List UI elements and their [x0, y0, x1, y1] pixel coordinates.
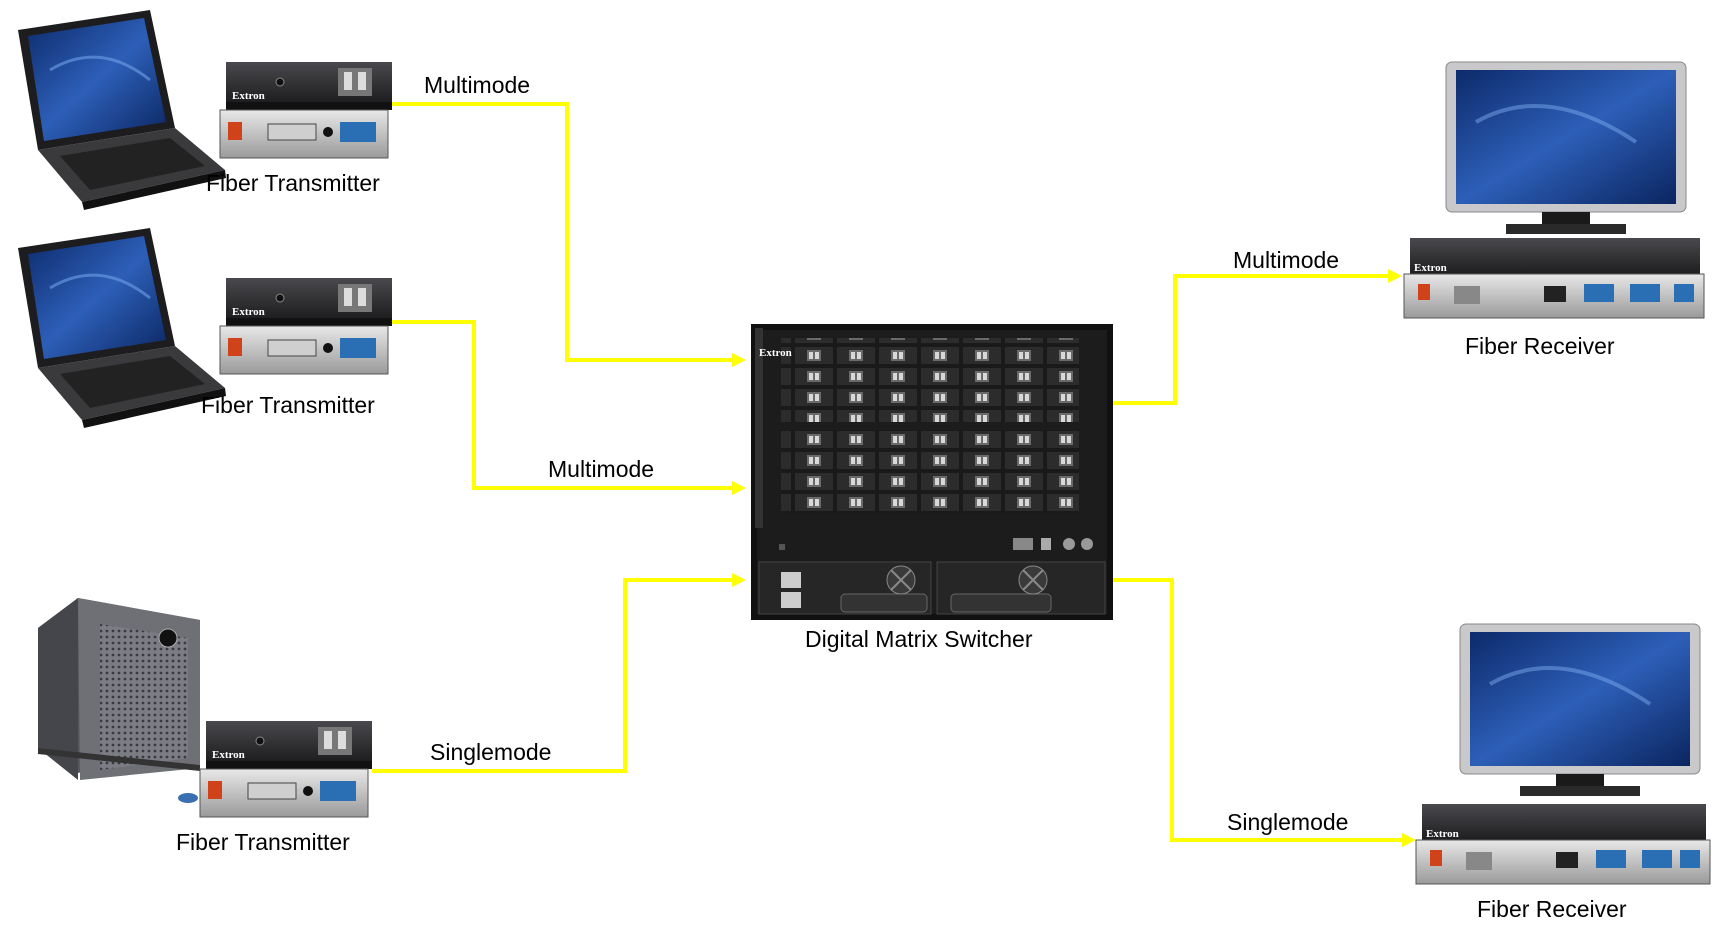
fiber-receiver-icon: Extron — [1416, 804, 1710, 884]
laptop-icon — [18, 10, 226, 210]
link-label-tx3: Singlemode — [430, 739, 551, 765]
tower-pc-icon — [38, 598, 200, 803]
monitor-icon — [1460, 624, 1700, 796]
tx2-label: Fiber Transmitter — [201, 392, 375, 418]
brand-label: Extron — [759, 347, 792, 359]
monitor-icon — [1446, 62, 1686, 234]
tx3-label: Fiber Transmitter — [176, 829, 350, 855]
brand-label: Extron — [1426, 828, 1459, 840]
link-label-rx1: Multimode — [1233, 247, 1339, 273]
brand-label: Extron — [212, 749, 245, 761]
brand-label: Extron — [232, 306, 265, 318]
fiber-transmitter-icon: Extron — [200, 721, 372, 817]
switcher-label: Digital Matrix Switcher — [805, 626, 1033, 652]
fiber-transmitter-icon: Extron — [220, 278, 392, 374]
brand-label: Extron — [232, 90, 265, 102]
tx1-label: Fiber Transmitter — [206, 170, 380, 196]
rx2-label: Fiber Receiver — [1477, 896, 1627, 922]
matrix-switcher-icon: Extron — [751, 324, 1113, 620]
brand-label: Extron — [1414, 262, 1447, 274]
laptop-icon — [18, 228, 226, 428]
link-label-rx2: Singlemode — [1227, 809, 1348, 835]
cable-switcher-to-rx2 — [1113, 580, 1416, 847]
link-label-tx1: Multimode — [424, 72, 530, 98]
rx1-label: Fiber Receiver — [1465, 333, 1615, 359]
cable-tx3-to-switcher — [372, 573, 746, 771]
link-label-tx2: Multimode — [548, 456, 654, 482]
cable-tx1-to-switcher — [392, 104, 746, 367]
fiber-transmitter-icon: Extron — [220, 62, 392, 158]
cable-switcher-to-rx1 — [1113, 269, 1402, 403]
fiber-receiver-icon: Extron — [1404, 238, 1704, 318]
